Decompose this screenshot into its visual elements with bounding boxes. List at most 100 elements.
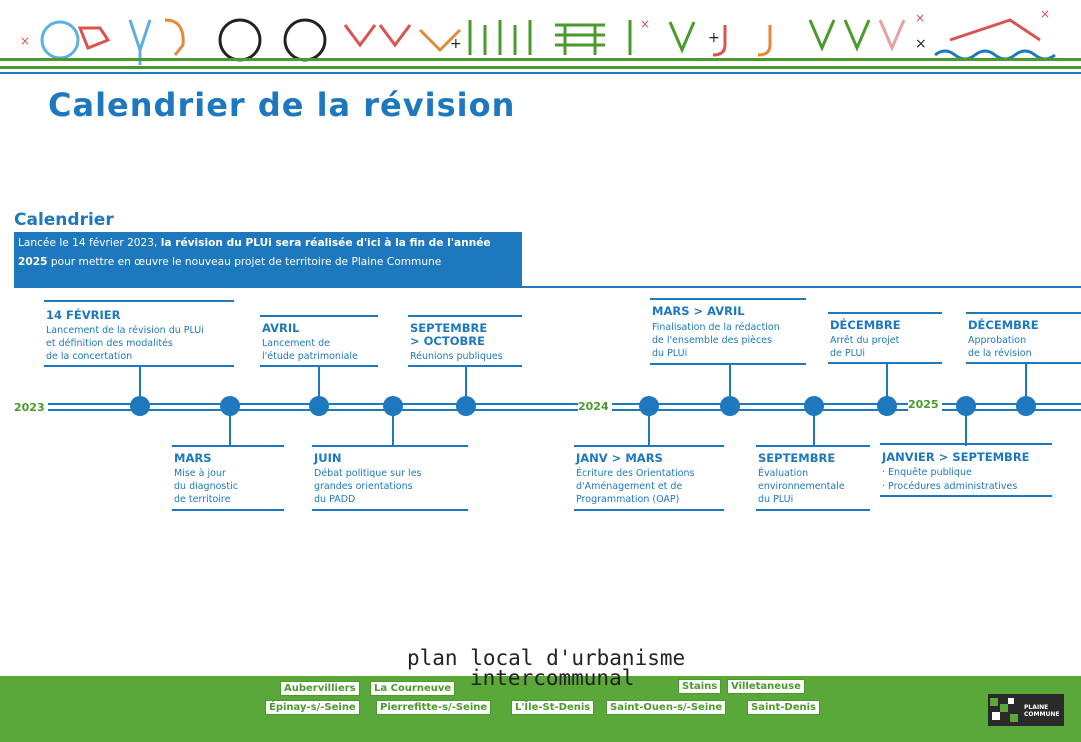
event-desc: Finalisation de la rédaction — [652, 322, 780, 333]
event-desc: du PLUi — [758, 494, 794, 505]
city-tag: Aubervilliers — [280, 681, 360, 696]
event-rule — [44, 300, 234, 302]
timeline-dot-icon — [309, 396, 329, 416]
timeline-stem — [318, 366, 320, 398]
intro-suffix: pour mettre en œuvre le nouveau projet d… — [47, 255, 442, 268]
event-title: JANV > MARS — [576, 451, 663, 465]
timeline-line — [942, 403, 1081, 405]
event-desc: grandes orientations — [314, 481, 413, 492]
timeline-line — [612, 409, 908, 411]
svg-text:+: + — [708, 30, 720, 46]
logo-text: PLAINE COMMUNE — [1024, 704, 1060, 718]
event-desc: Réunions publiques — [410, 351, 503, 362]
event-desc: Mise à jour — [174, 468, 226, 479]
timeline-stem — [965, 414, 967, 446]
event-desc: de la révision — [968, 348, 1032, 359]
event-desc: du PLUi — [652, 348, 688, 359]
timeline-dot-icon — [130, 396, 150, 416]
svg-text:×: × — [915, 36, 927, 52]
event-title: MARS > AVRIL — [652, 304, 745, 318]
event-rule — [828, 312, 942, 314]
timeline-dot-icon — [804, 396, 824, 416]
event-rule — [574, 445, 724, 447]
event-rule — [172, 445, 284, 447]
event-desc: de PLUi — [830, 348, 866, 359]
decorative-pictogram-icon: ×××× ++× — [20, 7, 1056, 65]
city-tag: L'Île-St-Denis — [511, 700, 595, 715]
timeline-stem — [886, 362, 888, 398]
event-desc: Arrêt du projet — [830, 335, 900, 346]
header-pictogram-band: ×××× ++× — [0, 0, 1081, 80]
timeline-dot-icon — [220, 396, 240, 416]
event-title: JANVIER > SEPTEMBRE — [882, 450, 1030, 464]
svg-text:×: × — [915, 11, 925, 25]
timeline-stem — [813, 414, 815, 446]
event-rule — [756, 509, 870, 511]
event-desc: de la concertation — [46, 351, 133, 362]
year-label: 2024 — [578, 400, 609, 413]
event-rule — [828, 362, 942, 364]
timeline-dot-icon — [639, 396, 659, 416]
city-tag: Stains — [678, 679, 722, 694]
city-tag: Pierrefitte-s/-Seine — [376, 700, 492, 715]
event-desc: environnementale — [758, 481, 845, 492]
event-title: AVRIL — [262, 321, 300, 335]
timeline-stem — [729, 364, 731, 398]
event-title: SEPTEMBRE — [758, 451, 836, 465]
event-desc: et définition des modalités — [46, 338, 173, 349]
timeline-stem — [392, 414, 394, 446]
event-desc: l'étude patrimoniale — [262, 351, 358, 362]
event-rule — [966, 312, 1081, 314]
event-desc: du PADD — [314, 494, 356, 505]
year-label: 2025 — [908, 398, 939, 411]
city-tag: La Courneuve — [370, 681, 456, 696]
city-tag: Épinay-s/-Seine — [265, 700, 360, 715]
plaine-commune-logo: PLAINE COMMUNE — [988, 694, 1064, 726]
event-rule — [966, 362, 1081, 364]
event-rule — [574, 509, 724, 511]
event-title: DÉCEMBRE — [830, 318, 901, 332]
event-desc: · Enquête publique — [882, 467, 972, 478]
event-title: > OCTOBRE — [410, 334, 485, 348]
svg-text:+: + — [450, 36, 462, 52]
event-title: 14 FÉVRIER — [46, 308, 121, 322]
event-desc: Lancement de — [262, 338, 330, 349]
timeline-dot-icon — [956, 396, 976, 416]
page-title: Calendrier de la révision — [48, 86, 516, 124]
event-rule — [650, 363, 806, 365]
timeline-dot-icon — [383, 396, 403, 416]
intro-prefix: Lancée le 14 février 2023, — [18, 237, 161, 249]
event-rule — [408, 315, 522, 317]
event-rule — [408, 365, 522, 367]
timeline-dot-icon — [877, 396, 897, 416]
event-desc: du diagnostic — [174, 481, 238, 492]
event-desc: de territoire — [174, 494, 231, 505]
svg-text:×: × — [640, 17, 650, 31]
plui-wordmark-line1: plan local d'urbanisme — [407, 646, 686, 670]
event-desc: Programmation (OAP) — [576, 494, 680, 505]
intro-bold: la révision du PLUi sera réalisée d'ici … — [18, 237, 491, 268]
timeline-dot-icon — [720, 396, 740, 416]
event-rule — [172, 509, 284, 511]
event-rule — [260, 315, 378, 317]
intro-rule — [522, 286, 1081, 288]
event-rule — [260, 365, 378, 367]
intro-box: Lancée le 14 février 2023, la révision d… — [14, 232, 522, 288]
event-rule — [880, 495, 1052, 497]
event-title: DÉCEMBRE — [968, 318, 1039, 332]
timeline-stem — [1025, 362, 1027, 398]
city-tag: Villetaneuse — [727, 679, 805, 694]
plui-wordmark-line2: intercommunal — [470, 666, 635, 690]
timeline-stem — [139, 366, 141, 398]
event-desc: d'Aménagement et de — [576, 481, 683, 492]
city-tag: Saint-Denis — [747, 700, 821, 715]
event-desc: Approbation — [968, 335, 1027, 346]
event-rule — [44, 365, 234, 367]
city-tag: Saint-Ouen-s/-Seine — [606, 700, 727, 715]
section-heading: Calendrier — [14, 210, 114, 230]
timeline-line — [612, 403, 908, 405]
event-desc: Écriture des Orientations — [576, 468, 695, 479]
event-title: MARS — [174, 451, 212, 465]
timeline-stem — [229, 414, 231, 446]
timeline-dot-icon — [456, 396, 476, 416]
